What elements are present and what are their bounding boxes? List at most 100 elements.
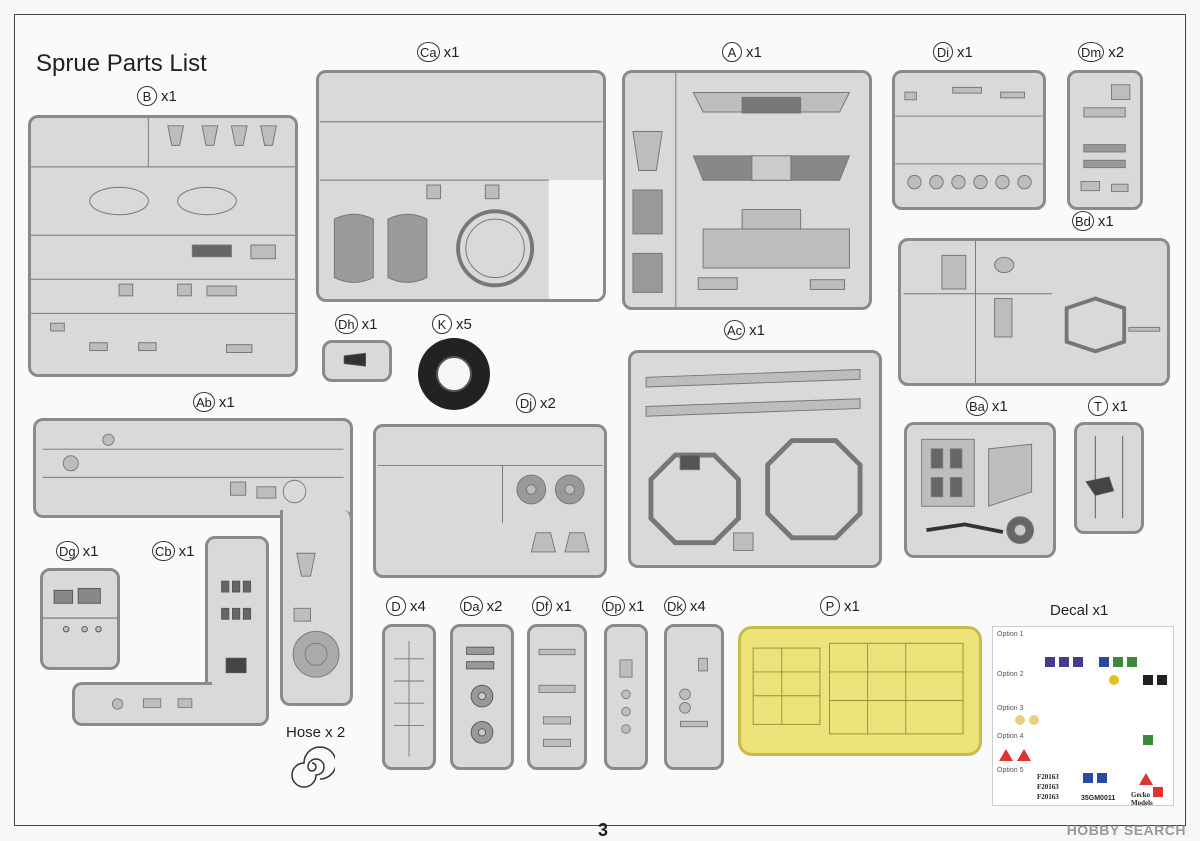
decal-code-4: 35GM0011 — [1081, 795, 1116, 802]
sprue-qty-dk: x4 — [689, 597, 706, 615]
sprue-da-frame — [450, 624, 514, 770]
decal-code-2: F20163 — [1037, 783, 1059, 791]
decal-code-3: F20163 — [1037, 793, 1059, 801]
sprue-cb-parts — [221, 580, 252, 674]
sprue-qty-k: x5 — [456, 315, 472, 333]
sprue-code-k: K — [432, 314, 452, 334]
sprue-code-ab: Ab — [193, 392, 215, 412]
decal-square-purple — [1059, 657, 1069, 667]
decal-circle-yellow — [1109, 675, 1119, 685]
sprue-code-da: Da — [460, 596, 483, 616]
decal-title: Decal x1 — [1050, 602, 1109, 619]
sprue-cb-lower-frame — [72, 682, 212, 726]
sprue-code-d: D — [386, 596, 406, 616]
sprue-qty-dh: x1 — [361, 315, 378, 333]
sprue-ba-frame — [904, 422, 1056, 558]
decal-brand: Gecko Models — [1131, 791, 1153, 806]
hose-coil-icon — [291, 746, 337, 788]
sprue-dg-parts — [43, 588, 117, 633]
sprue-ca-parts — [319, 121, 603, 299]
decal-circle-tan — [1029, 715, 1039, 725]
sprue-qty-df: x1 — [556, 597, 572, 615]
decal-option-5: Option 5 — [997, 767, 1024, 774]
tire-k-hole — [436, 356, 472, 392]
sprue-qty-bd: x1 — [1097, 212, 1114, 230]
sprue-di-parts — [895, 86, 1043, 190]
decal-option-1: Option 1 — [997, 631, 1024, 638]
decal-triangle-red — [1017, 749, 1031, 761]
sprue-dh-parts — [343, 352, 366, 367]
sprue-qty-p: x1 — [844, 597, 860, 615]
sprue-code-dp: Dp — [602, 596, 625, 616]
sprue-qty-b: x1 — [161, 87, 177, 105]
sprue-code-ba: Ba — [966, 396, 988, 416]
sprue-qty-cb: x1 — [178, 542, 195, 560]
decal-square-green — [1127, 657, 1137, 667]
sprue-code-dg: Dg — [56, 541, 79, 561]
decal-square-green — [1113, 657, 1123, 667]
decal-triangle-red — [1139, 773, 1153, 785]
sprue-df-frame — [527, 624, 587, 770]
sprue-qty-ca: x1 — [443, 43, 460, 61]
sprue-qty-dj: x2 — [540, 394, 556, 412]
sprue-code-dh: Dh — [335, 314, 358, 334]
sprue-cb-frame — [205, 536, 269, 726]
page-title: Sprue Parts List — [36, 50, 207, 77]
sprue-code-di: Di — [933, 42, 953, 62]
tire-k — [418, 338, 490, 410]
decal-code-1: F20163 — [1037, 773, 1059, 781]
sprue-qty-ba: x1 — [991, 397, 1008, 415]
sprue-code-ca: Ca — [417, 42, 440, 62]
sprue-code-t: T — [1088, 396, 1108, 416]
sprue-code-bd: Bd — [1072, 211, 1094, 231]
sprue-ab-frame — [33, 418, 353, 518]
decal-sheet: Option 1 Option 2 Option 3 Option 4 Opti… — [992, 626, 1174, 806]
decal-square-purple — [1073, 657, 1083, 667]
sprue-b-parts — [31, 118, 295, 353]
sprue-qty-da: x2 — [486, 597, 503, 615]
sprue-dj-parts — [377, 464, 603, 553]
sprue-ba-parts — [921, 438, 1035, 545]
sprue-dh-frame — [322, 340, 392, 382]
watermark: HOBBY SEARCH — [1066, 822, 1186, 838]
decal-square-green — [1143, 735, 1153, 745]
sprue-dg-frame — [40, 568, 120, 670]
decal-option-4: Option 4 — [997, 733, 1024, 740]
sprue-a-parts — [632, 73, 851, 307]
sprue-d-frame — [382, 624, 436, 770]
sprue-code-ac: Ac — [724, 320, 746, 340]
sprue-code-cb: Cb — [152, 541, 175, 561]
sprue-qty-d: x4 — [410, 597, 426, 615]
sprue-ac-frame — [628, 350, 882, 568]
decal-square-black — [1157, 675, 1167, 685]
sprue-qty-t: x1 — [1112, 397, 1128, 415]
sprue-dp-parts — [619, 659, 633, 734]
page-number: 3 — [598, 820, 609, 840]
sprue-qty-a: x1 — [746, 43, 762, 61]
sprue-qty-dm: x2 — [1108, 43, 1125, 61]
decal-square-blue — [1099, 657, 1109, 667]
sprue-ab-lower-parts — [292, 552, 340, 678]
decal-square-purple — [1045, 657, 1055, 667]
sprue-qty-ab: x1 — [218, 393, 235, 411]
sprue-bd-frame — [898, 238, 1170, 386]
sprue-qty-ac: x1 — [749, 321, 766, 339]
sprue-qty-di: x1 — [957, 43, 973, 61]
sprue-ca-frame — [316, 70, 606, 302]
sprue-dm-frame — [1067, 70, 1143, 210]
sprue-dj-frame — [373, 424, 607, 578]
hose-coil — [289, 744, 337, 790]
